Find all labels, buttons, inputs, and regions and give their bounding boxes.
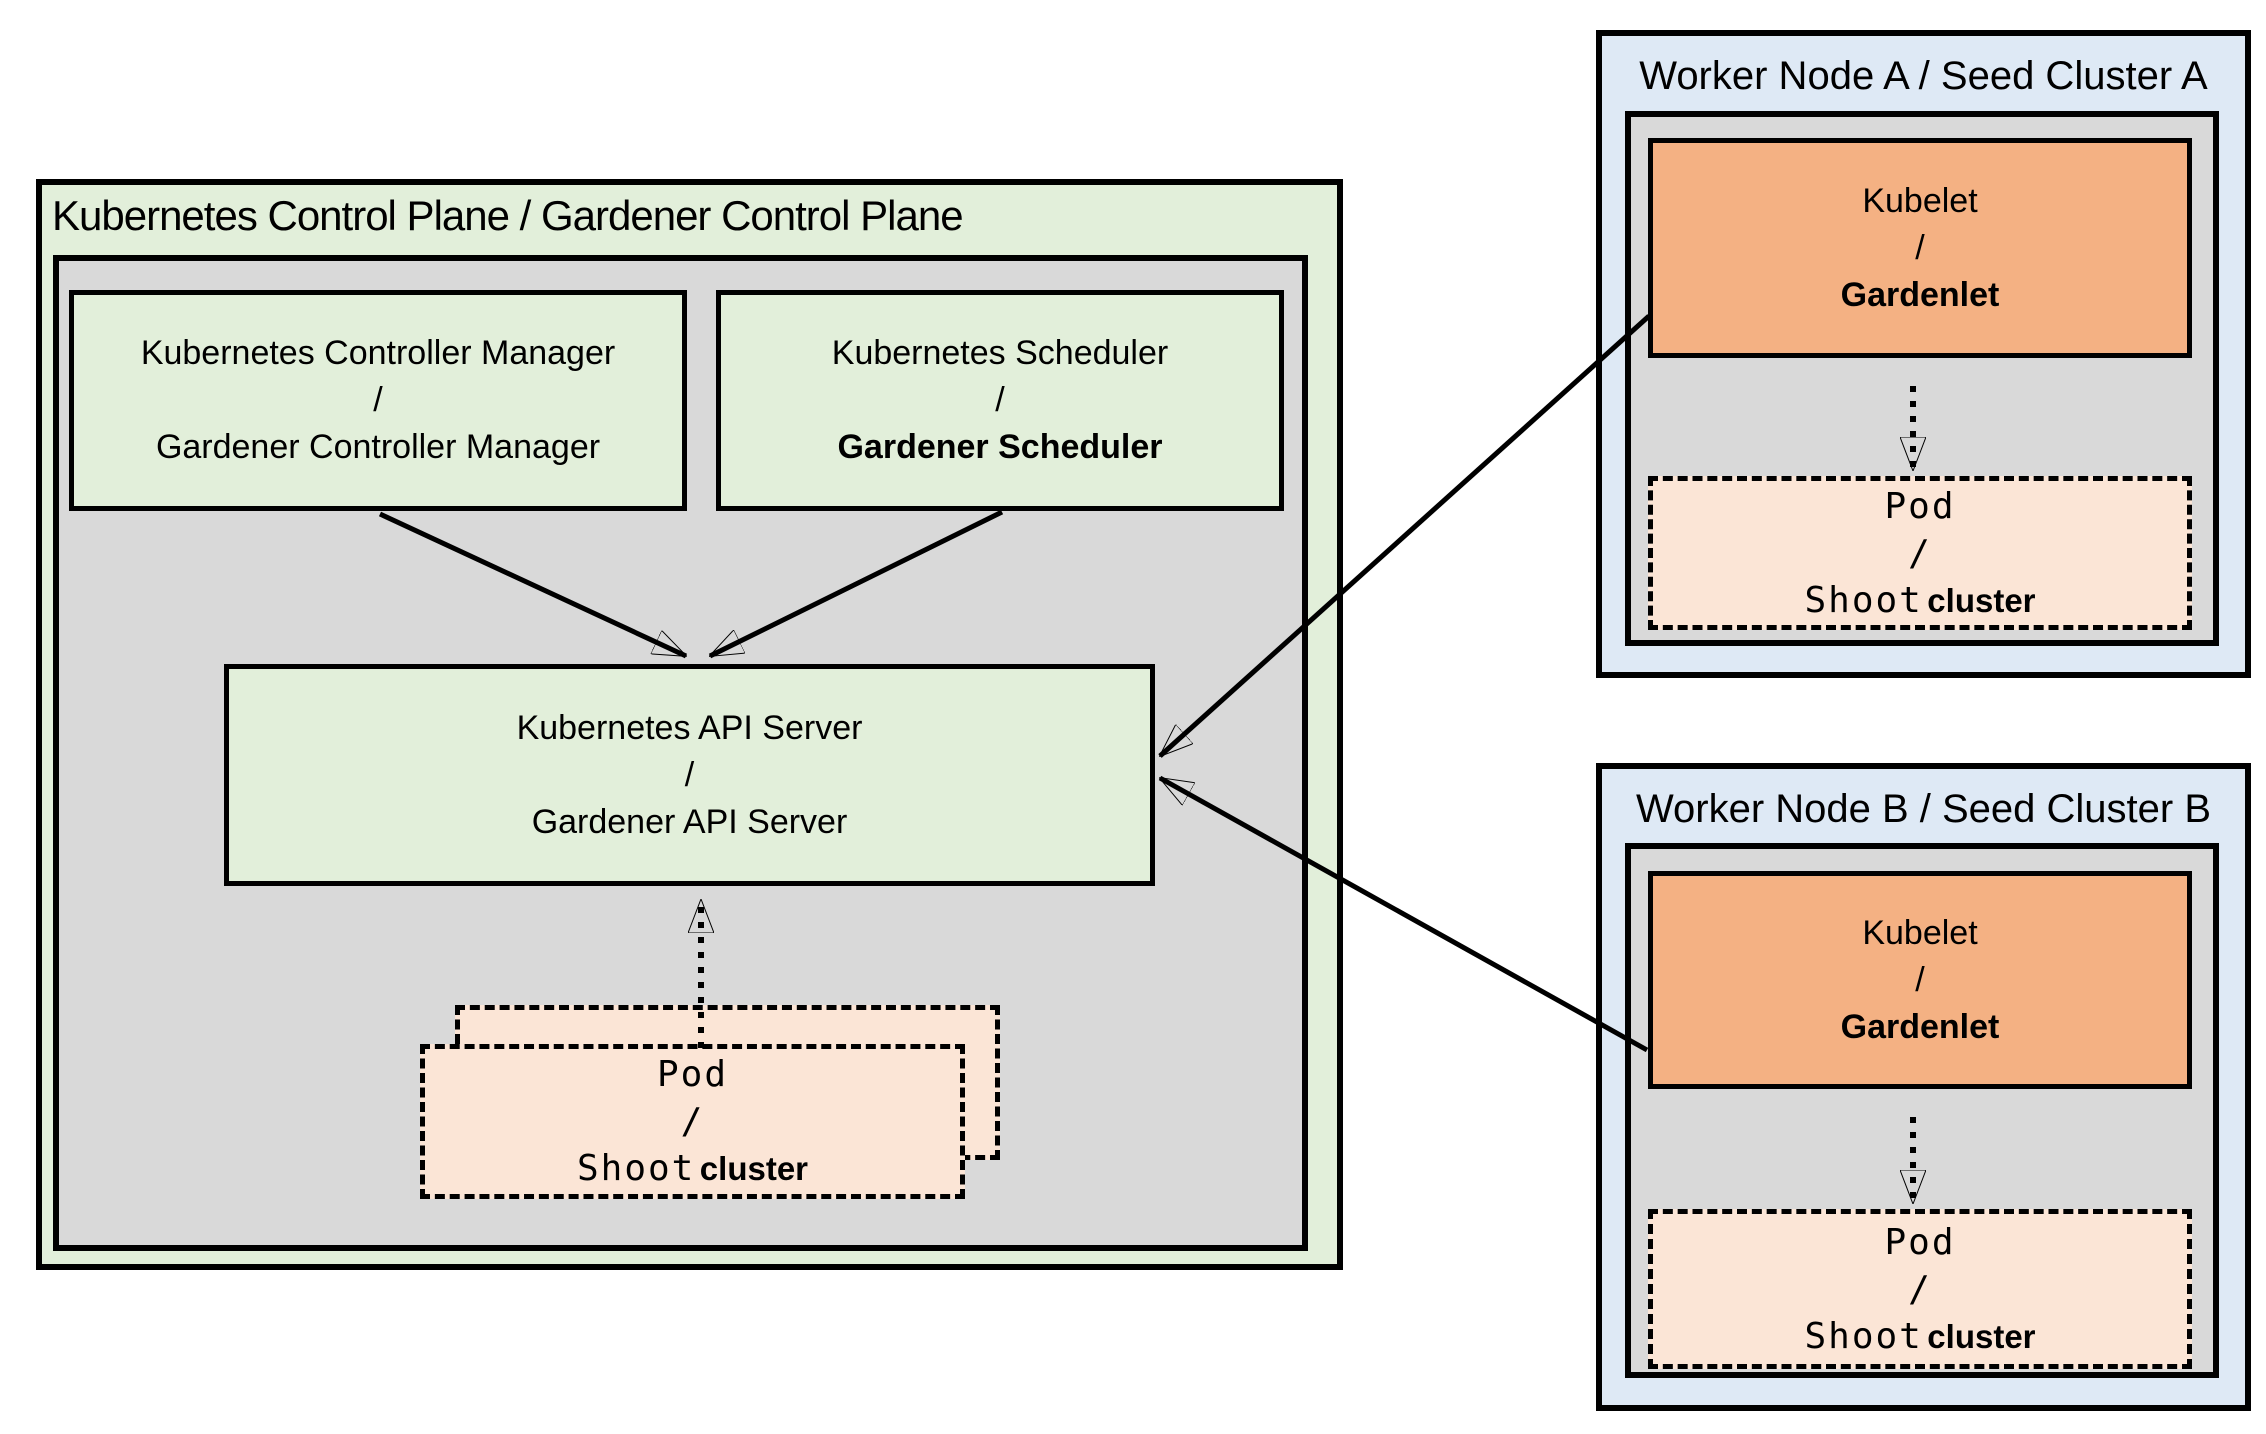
worker-b-pod-shoot: Shoot — [1804, 1315, 1923, 1357]
worker-a-pod-shoot: Shoot — [1804, 579, 1923, 621]
worker-b-pod-line2: Shoot cluster — [1804, 1313, 2035, 1360]
worker-b-pod-cluster: cluster — [1927, 1317, 2036, 1355]
worker-a-pod-box: Pod / Shoot cluster — [1648, 476, 2192, 630]
worker-a-pod-cluster: cluster — [1927, 581, 2036, 619]
controller-manager-line2: Gardener Controller Manager — [155, 428, 601, 466]
api-server-line1: Kubernetes API Server — [516, 708, 863, 747]
worker-node-b-title: Worker Node B / Seed Cluster B — [1635, 787, 2212, 831]
api-server-box: Kubernetes API Server / Gardener API Ser… — [224, 664, 1155, 886]
controller-manager-slash: / — [373, 381, 383, 419]
control-plane-pod-line2: Shoot cluster — [577, 1145, 808, 1192]
worker-a-pod-slash: / — [1908, 532, 1932, 574]
worker-node-a-title: Worker Node A / Seed Cluster A — [1639, 54, 2208, 98]
controller-manager-line1: Kubernetes Controller Manager — [140, 334, 616, 372]
scheduler-line1: Kubernetes Scheduler — [831, 334, 1169, 372]
control-plane-pod-shoot: Shoot — [576, 1148, 696, 1189]
worker-a-kubelet-slash: / — [1915, 228, 1925, 267]
scheduler-box: Kubernetes Scheduler / Gardener Schedule… — [716, 290, 1284, 511]
api-server-line2: Gardener API Server — [531, 802, 848, 841]
worker-b-kubelet-line1: Kubelet — [1862, 913, 1978, 952]
api-server-slash: / — [684, 755, 695, 794]
worker-b-kubelet-line2: Gardenlet — [1840, 1007, 2000, 1046]
worker-a-pod-line1: Pod — [1884, 485, 1956, 527]
scheduler-line2: Gardener Scheduler — [837, 428, 1163, 466]
worker-a-kubelet-line1: Kubelet — [1862, 181, 1978, 220]
worker-b-pod-slash: / — [1908, 1268, 1932, 1310]
scheduler-slash: / — [995, 381, 1005, 419]
controller-manager-box: Kubernetes Controller Manager / Gardener… — [69, 290, 687, 511]
worker-b-pod-box: Pod / Shoot cluster — [1648, 1209, 2192, 1369]
worker-a-kubelet-line2: Gardenlet — [1840, 275, 2000, 314]
worker-b-kubelet-box: Kubelet / Gardenlet — [1648, 871, 2192, 1089]
control-plane-pod-box: Pod / Shoot cluster — [420, 1044, 965, 1199]
worker-b-pod-line1: Pod — [1884, 1221, 1956, 1263]
worker-a-kubelet-box: Kubelet / Gardenlet — [1648, 138, 2192, 358]
worker-a-pod-line2: Shoot cluster — [1804, 577, 2035, 624]
control-plane-title: Kubernetes Control Plane / Gardener Cont… — [52, 192, 964, 239]
control-plane-pod-slash: / — [680, 1101, 705, 1142]
control-plane-pod-cluster: cluster — [699, 1150, 809, 1187]
control-plane-pod-line1: Pod — [656, 1054, 729, 1095]
worker-b-kubelet-slash: / — [1915, 960, 1925, 999]
